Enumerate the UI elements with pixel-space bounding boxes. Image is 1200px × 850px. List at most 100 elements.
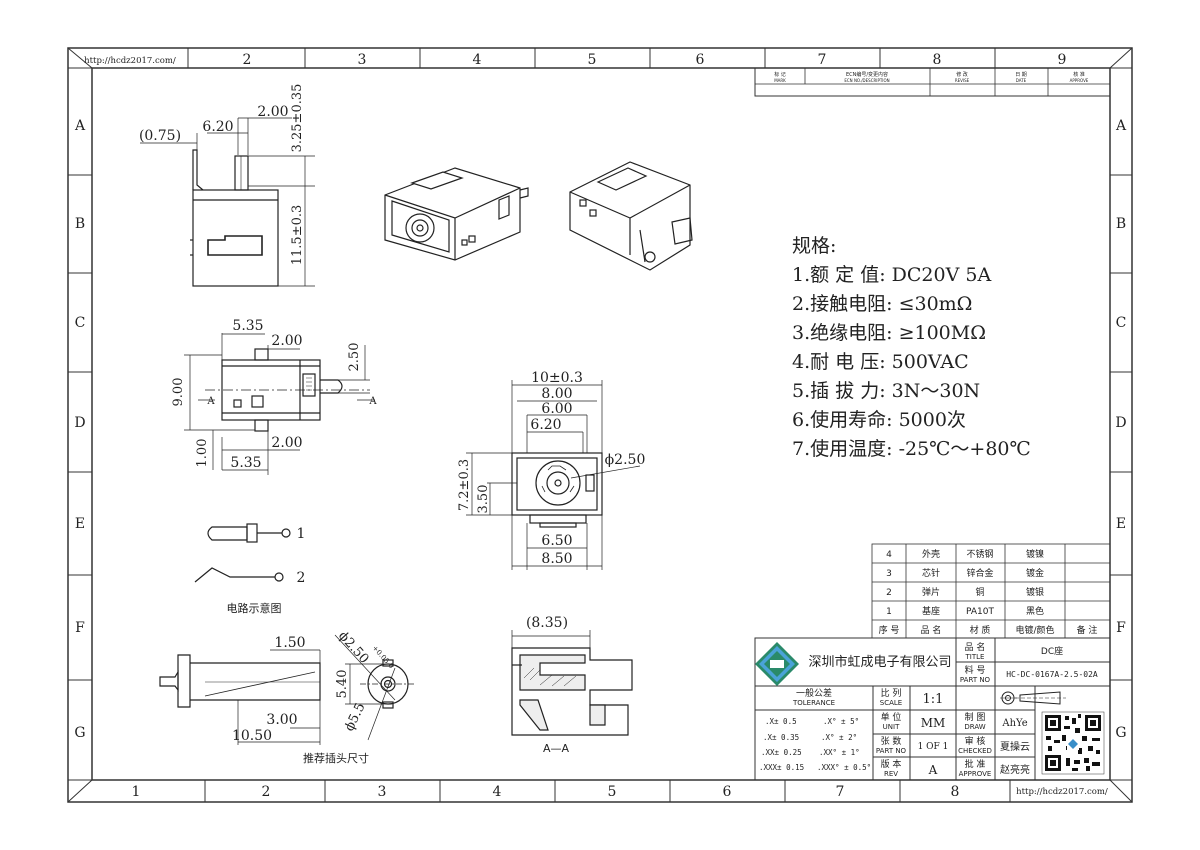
dim-535-top: 5.35: [232, 318, 263, 334]
col-bottom-label: 6: [723, 784, 732, 800]
check-value: 夏操云: [1000, 740, 1030, 753]
bom-cell: 芯针: [922, 567, 940, 579]
bom-cell: 4: [886, 550, 892, 560]
iso-view-front: [384, 167, 529, 261]
top-ruler-lines: [68, 48, 1132, 69]
rev-header-approve: 核 准: [1073, 71, 1085, 78]
dim-723: 7.2±0.3: [457, 459, 472, 511]
dim-900: 9.00: [171, 378, 186, 407]
dim-plug-150: 1.50: [274, 635, 305, 651]
col-top-label: 5: [588, 52, 597, 68]
rev-label-en: REV: [884, 770, 898, 778]
scale-label-en: SCALE: [880, 699, 902, 707]
row-label-right: C: [1116, 315, 1127, 331]
title-block-lines: [754, 637, 1111, 781]
bom-cell: 3: [886, 569, 892, 579]
tolerance-label: 一般公差: [796, 687, 832, 699]
spec-item: 3.绝缘电阻: ≥100MΩ: [792, 322, 986, 344]
rev-label: 版 本: [881, 758, 902, 770]
tol-linear: .X± 0.5: [765, 717, 797, 726]
approve-label-en: APPROVE: [959, 770, 992, 778]
row-label-right: F: [1116, 620, 1126, 636]
row-label-right: A: [1115, 118, 1127, 134]
tolerance-label-en: TOLERANCE: [792, 699, 835, 707]
bom-cell: 1: [886, 607, 892, 617]
circuit-caption: 电路示意图: [227, 601, 282, 615]
rev-header-ecn: ECN编号/变更内容: [846, 71, 888, 78]
company-logo: [755, 642, 799, 686]
row-labels: A B C D E F G A B C D E F G: [74, 118, 1127, 741]
bom-cell: 铜: [975, 586, 984, 598]
dim-1003: 10±0.3: [531, 370, 583, 386]
url-bottom[interactable]: http://hcdz2017.com/: [1016, 787, 1108, 797]
dim-plug-55: ϕ5.5: [342, 701, 368, 734]
col-top-label: 8: [933, 52, 942, 68]
bom-header-cell: 电镀/颜色: [1015, 624, 1054, 636]
tol-linear: .X± 0.35: [763, 733, 799, 742]
tol-angle: .X° ± 5°: [823, 717, 859, 726]
dim-plug-540: 5.40: [335, 670, 350, 699]
col-bottom-label: 3: [378, 784, 387, 800]
part-no-label: 料 号: [965, 664, 986, 676]
plug-caption: 推荐插头尺寸: [303, 751, 369, 765]
qr-code-icon[interactable]: [1041, 711, 1105, 775]
top-col-labels: 2 3 4 5 6 7 8 9: [243, 52, 1067, 68]
scale-label: 比 列: [881, 687, 902, 699]
row-label-right: D: [1115, 415, 1126, 431]
sheet-label-en: PART NO: [876, 747, 907, 755]
top-view-dims: [184, 333, 375, 475]
bom-cell: 弹片: [922, 586, 940, 598]
section-a-a: [511, 647, 633, 736]
front-view-dims: [466, 380, 641, 570]
spec-item: 4.耐 电 压: 500VAC: [792, 351, 969, 373]
revision-table: 标 记 MARK ECN编号/变更内容 ECN NO./DESCRIPTION …: [754, 67, 1111, 97]
rev-header-mark-en: MARK: [774, 78, 786, 83]
dim-250-mid: 2.50: [347, 343, 362, 372]
dim-850: 8.50: [541, 551, 572, 567]
specs-title: 规格:: [792, 235, 836, 257]
col-bottom-label: 2: [262, 784, 271, 800]
unit-label: 单 位: [881, 711, 902, 723]
row-label-left: E: [75, 516, 85, 532]
section-dims: [511, 630, 591, 648]
section-mark-a-left: A: [206, 396, 215, 407]
bom-cell: PA10T: [966, 607, 994, 617]
dim-200-mid-b: 2.00: [271, 435, 302, 451]
part-no-value: HC-DC-0167A-2.5-02A: [1006, 670, 1098, 679]
row-label-left: B: [75, 216, 85, 232]
side-view-top: [190, 149, 279, 287]
tol-angle: .XX° ± 1°: [819, 748, 860, 757]
col-top-label: 7: [818, 52, 827, 68]
row-label-right: B: [1116, 216, 1126, 232]
tol-angle: .X° ± 2°: [821, 733, 857, 742]
tol-linear: .XXX± 0.15: [759, 763, 804, 772]
circuit-pin-1-label: 1: [297, 526, 306, 542]
col-top-label: 6: [696, 52, 705, 68]
bom-table: [871, 543, 1111, 639]
url-top[interactable]: http://hcdz2017.com/: [84, 56, 176, 66]
dim-plug-1050: 10.50: [232, 728, 272, 744]
rev-value: A: [928, 763, 938, 777]
dim-325: 3.25±0.35: [290, 84, 305, 153]
rev-header-date: 日 期: [1015, 72, 1027, 78]
bom-cell: 镀银: [1026, 586, 1044, 598]
bom-rows: 4 外壳 不锈钢 镀镍 3 芯针 锌合金 镀金 2 弹片 铜 镀银 1 基座 P…: [879, 548, 1098, 636]
title-name-label-en: TITLE: [965, 653, 985, 661]
rev-header-mark: 标 记: [774, 71, 786, 78]
dim-115: 11.5±0.3: [290, 205, 305, 266]
spec-item: 6.使用寿命: 5000次: [792, 409, 966, 431]
rev-header-approve-en: APPROVE: [1070, 78, 1089, 83]
dim-250-pin: ϕ2.50: [605, 452, 646, 468]
bom-cell: 锌合金: [966, 567, 993, 579]
bottom-ruler-lines: [68, 779, 1132, 802]
plug-drawing: [159, 654, 409, 709]
col-bottom-label: 8: [951, 784, 960, 800]
col-bottom-label: 1: [132, 784, 141, 800]
projection-symbol-icon: [1000, 691, 1066, 705]
section-mark-a-right: A: [368, 396, 377, 407]
circuit-symbol: [194, 523, 291, 583]
side-ruler-lines: [68, 174, 1132, 681]
bom-cell: 2: [886, 588, 892, 598]
sheet-value: 1 OF 1: [918, 742, 949, 752]
draw-value: AhYe: [1001, 718, 1027, 729]
